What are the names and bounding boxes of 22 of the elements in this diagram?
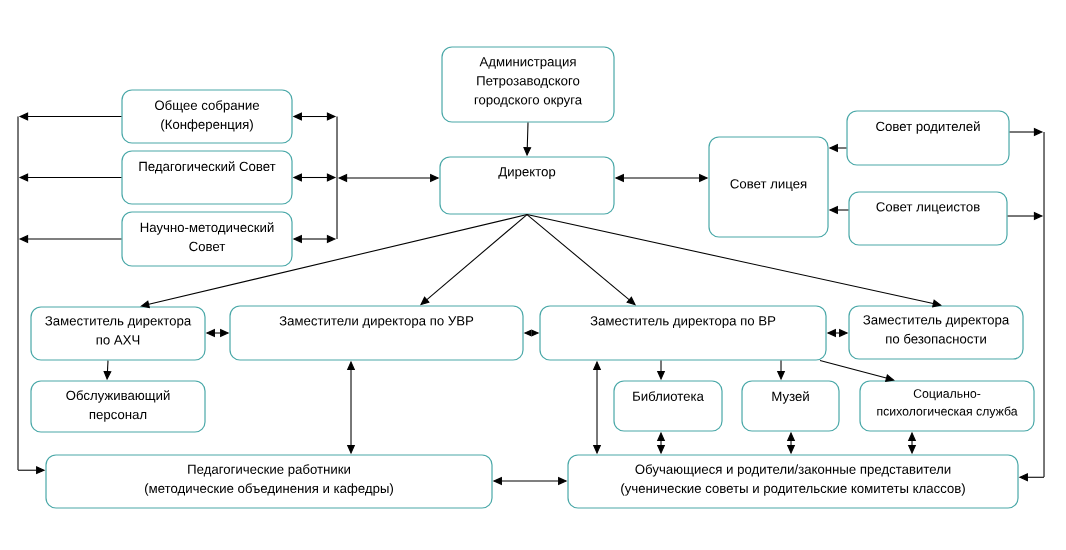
org-unit-box: Заместители директора по УВР — [229, 305, 524, 361]
arrow — [526, 214, 942, 308]
org-unit-box: Научно-методический Совет — [121, 211, 293, 267]
org-unit-box: Педагогический Совет — [121, 150, 293, 205]
org-unit-box: Заместитель директора по АХЧ — [30, 306, 206, 361]
org-unit-box: Музей — [741, 380, 840, 432]
org-unit-box: Заместитель директора по безопасности — [848, 305, 1024, 360]
org-unit-box: Администрация Петрозаводского городского округа — [441, 46, 615, 123]
arrow — [526, 214, 636, 306]
org-unit-box: Заместитель директора по ВР — [539, 305, 827, 361]
arrow — [420, 214, 528, 306]
org-unit-box: Обучающиеся и родители/законные представители (ученические советы и родительские комитеты классов) — [567, 454, 1019, 509]
org-unit-box: Совет лицеистов — [848, 191, 1008, 246]
org-unit-box: Совет родителей — [846, 110, 1010, 166]
org-unit-box: Общее собрание (Конференция) — [121, 89, 293, 144]
org-unit-box: Директор — [439, 156, 615, 215]
arrow — [140, 214, 528, 309]
org-unit-box: Библиотека — [613, 380, 723, 432]
org-unit-box: Социально-психологическая служба — [859, 380, 1035, 432]
org-unit-box: Совет лицея — [708, 136, 829, 238]
org-unit-box: Обслуживающий персонал — [30, 380, 206, 433]
org-unit-box: Педагогические работники (методические объединения и кафедры) — [45, 454, 493, 509]
